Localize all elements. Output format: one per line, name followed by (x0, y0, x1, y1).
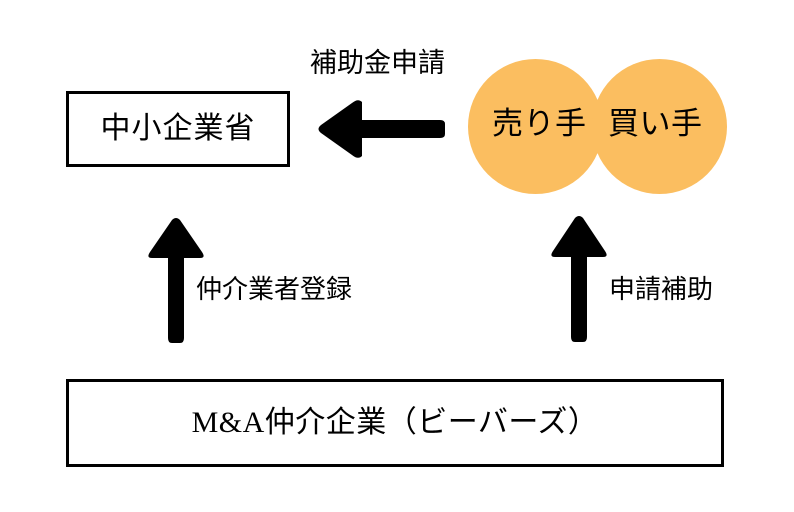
ministry-box-label: 中小企業省 (100, 112, 256, 145)
seller-circle (468, 59, 603, 194)
subsidy-application-label: 補助金申請 (310, 48, 445, 78)
broker-company-box-label: M&A仲介企業（ビーバーズ） (191, 406, 599, 439)
broker-company-box: M&A仲介企業（ビーバーズ） (66, 379, 724, 467)
buyer-circle (592, 59, 727, 194)
broker-registration-label: 仲介業者登録 (196, 274, 353, 304)
buyer-circle-label: 買い手 (608, 106, 703, 141)
application-support-label: 申請補助 (609, 274, 714, 304)
ministry-box: 中小企業省 (66, 91, 290, 167)
subsidy-application-arrow (316, 98, 446, 160)
application-support-arrow (549, 214, 609, 344)
seller-circle-label: 売り手 (492, 106, 587, 141)
broker-registration-arrow (146, 216, 206, 344)
